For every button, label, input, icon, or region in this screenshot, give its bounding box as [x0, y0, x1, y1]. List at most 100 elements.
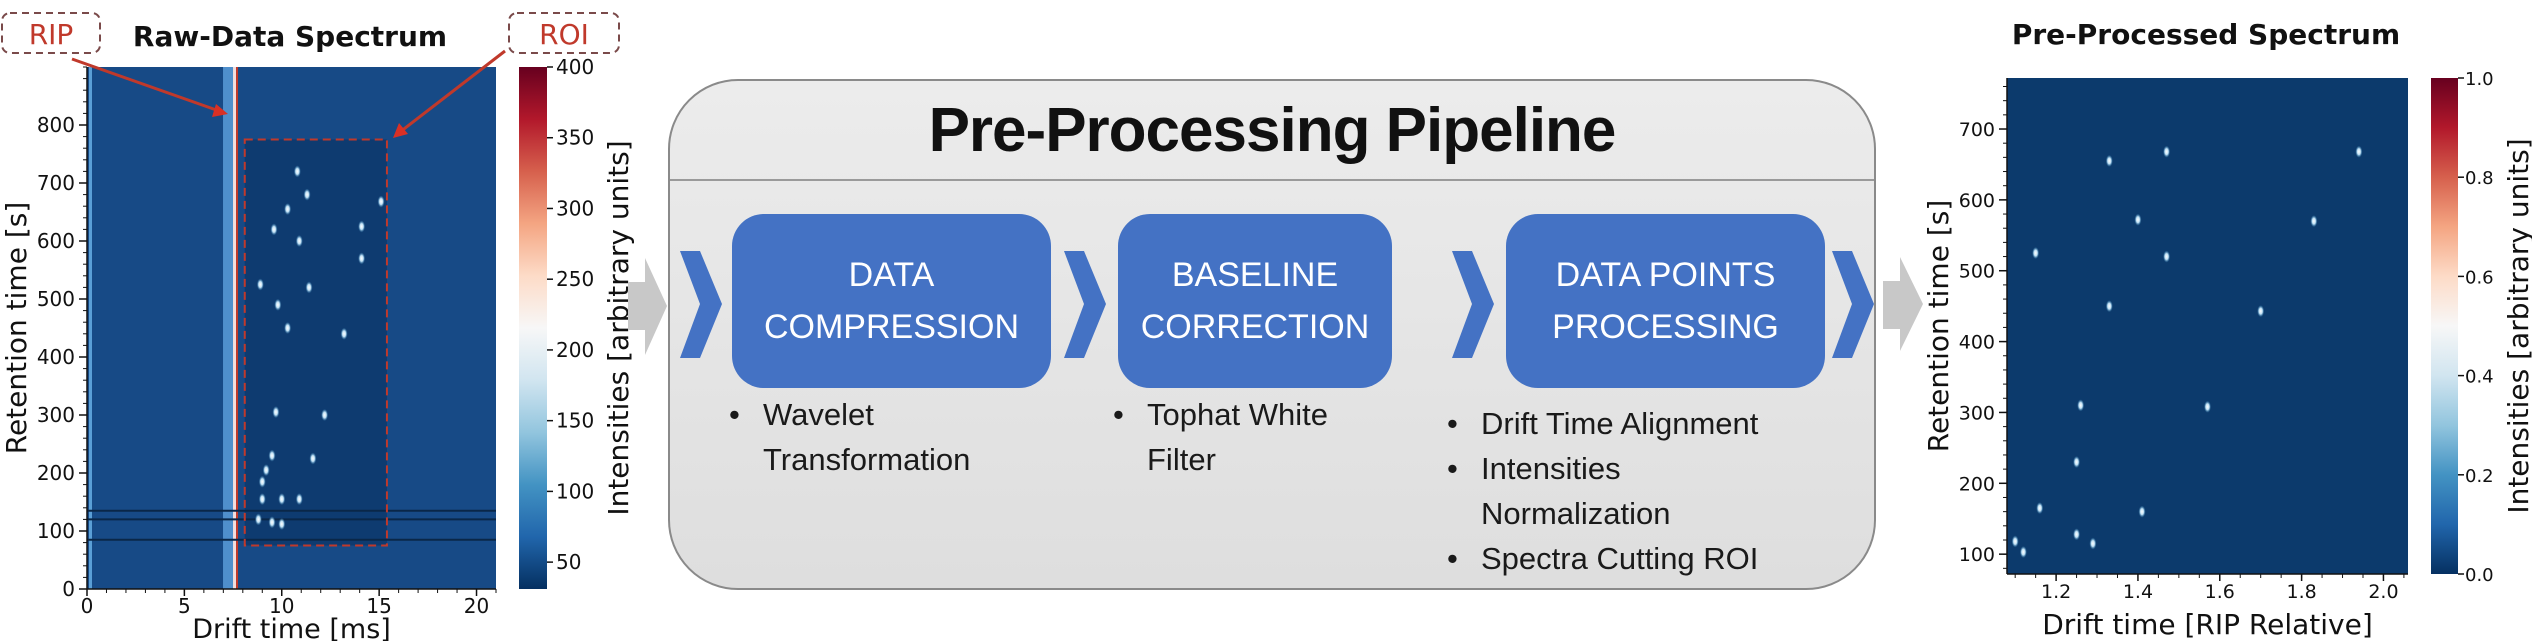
x-tick-label: 2.0	[2368, 581, 2398, 603]
step-title-line1: BASELINE	[1171, 256, 1339, 294]
divider	[670, 179, 1874, 181]
x-tick-label: 0	[81, 594, 94, 618]
y-axis-label: Retention time [s]	[1922, 200, 1955, 453]
step-title-line2: COMPRESSION	[763, 308, 1020, 346]
y-tick-label: 300	[1959, 402, 1995, 424]
bullet-item: Tophat White Filter	[1113, 392, 1343, 482]
peak-spot	[268, 516, 276, 529]
peak-spot	[358, 252, 366, 265]
y-tick-label: 100	[37, 519, 75, 543]
colorbar	[2431, 78, 2458, 574]
x-axis-label: Drift time [ms]	[192, 614, 391, 641]
y-tick-label: 700	[37, 171, 75, 195]
x-tick-label: 10	[269, 594, 294, 618]
peak-spot	[303, 188, 311, 201]
roi-annotation: ROI	[393, 12, 620, 138]
colorbar-tick-label: 350	[556, 126, 594, 150]
edge-stripe	[89, 67, 92, 589]
peak-spot	[2077, 399, 2085, 412]
peak-spot	[256, 278, 264, 291]
rip-line	[236, 67, 239, 589]
peak-spot	[340, 327, 348, 340]
colorbar-tick-label: 300	[556, 196, 594, 220]
arrow-icon	[393, 123, 408, 138]
peak-spot	[2105, 300, 2113, 313]
peak-spot	[2355, 145, 2363, 158]
peak-spot	[309, 452, 317, 465]
peak-spot	[258, 493, 266, 506]
step-data-points-processing: DATA POINTS PROCESSING	[1506, 214, 1825, 388]
peak-spot	[268, 449, 276, 462]
colorbar	[519, 67, 547, 589]
peak-spot	[295, 493, 303, 506]
arrow-right-icon	[628, 258, 667, 355]
peak-spot	[270, 223, 278, 236]
peak-spot	[377, 195, 385, 208]
peak-spot	[358, 220, 366, 233]
roi-label: ROI	[539, 18, 589, 51]
colorbar-tick-label: 150	[556, 409, 594, 433]
rip-annotation: RIP	[1, 12, 228, 117]
step-data-compression: DATA COMPRESSION	[732, 214, 1051, 388]
peak-spot	[272, 406, 280, 419]
peak-spot	[2089, 537, 2097, 550]
chart-title: Raw-Data Spectrum	[133, 20, 447, 53]
colorbar-label: Intensities [arbitrary units]	[2502, 138, 2532, 513]
step-title-line1: DATA	[848, 256, 935, 294]
pipeline-title: Pre-Processing Pipeline	[928, 96, 1617, 165]
peak-spot	[262, 464, 270, 477]
peak-spot	[2036, 502, 2044, 515]
y-tick-label: 400	[1959, 332, 1995, 354]
colorbar-tick-label: 0.8	[2465, 168, 2494, 189]
peak-spot	[295, 235, 303, 247]
x-tick-label: 1.4	[2123, 581, 2153, 603]
y-tick-label: 100	[1959, 544, 1995, 566]
peak-spot	[305, 281, 313, 294]
rip-line	[233, 67, 237, 589]
step-bullets: Tophat White Filter	[1113, 392, 1343, 482]
arrow-right-icon	[1883, 257, 1923, 351]
x-axis-label: Drift time [RIP Relative]	[2042, 608, 2373, 641]
peak-spot	[293, 165, 301, 178]
y-tick-label: 300	[37, 403, 75, 427]
step-title-line2: CORRECTION	[1140, 308, 1370, 346]
bullet-item: Drift Time Alignment	[1447, 401, 1787, 446]
peak-spot	[2011, 535, 2019, 548]
step-bullets: Drift Time Alignment Intensities Normali…	[1447, 401, 1787, 581]
colorbar-tick-label: 50	[556, 550, 581, 574]
colorbar-tick-label: 0.6	[2465, 267, 2494, 288]
x-tick-label: 5	[178, 594, 191, 618]
colorbar-tick-label: 100	[556, 479, 594, 503]
step-title-line1: DATA POINTS	[1555, 256, 1776, 294]
bullet-item: Wavelet Transformation	[729, 392, 979, 482]
step-bullets: Wavelet Transformation	[729, 392, 979, 482]
x-tick-label: 20	[464, 594, 489, 618]
peak-spot	[2310, 215, 2318, 228]
y-axis-label: Retention time [s]	[0, 202, 33, 455]
x-tick-label: 1.8	[2287, 581, 2317, 603]
peak-spot	[2073, 528, 2081, 541]
arrow-icon	[212, 104, 228, 117]
bullet-item: Spectra Cutting ROI	[1447, 536, 1787, 581]
peak-spot	[2073, 456, 2081, 469]
peak-spot	[278, 493, 286, 506]
peak-spot	[2257, 305, 2265, 318]
colorbar-tick-label: 400	[556, 55, 594, 79]
peak-spot	[2134, 213, 2142, 226]
colorbar-tick-label: 0.4	[2465, 367, 2494, 388]
peak-spot	[284, 322, 292, 334]
peak-spot	[321, 409, 329, 421]
y-tick-label: 500	[37, 287, 75, 311]
bullet-item: Intensities Normalization	[1447, 446, 1787, 536]
peak-spot	[2204, 400, 2211, 413]
plot-area	[2007, 78, 2408, 574]
y-tick-label: 200	[37, 461, 75, 485]
peak-spot	[274, 298, 282, 311]
peak-spot	[2163, 250, 2171, 263]
peak-spot	[2105, 154, 2113, 167]
peak-spot	[284, 203, 292, 216]
y-tick-label: 700	[1959, 119, 1995, 141]
